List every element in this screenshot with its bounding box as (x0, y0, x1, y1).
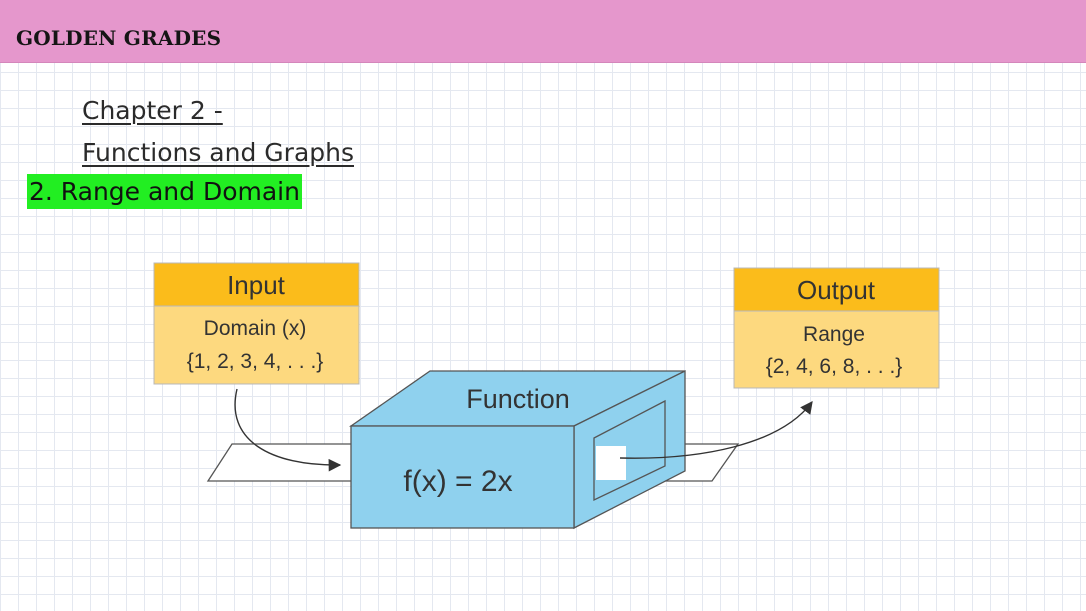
domain-label: Domain (x) (204, 317, 307, 340)
function-formula: f(x) = 2x (403, 465, 512, 498)
input-heading-box (153, 262, 360, 307)
input-body-box (153, 305, 360, 385)
function-box-front (350, 425, 575, 529)
chapter-title: Functions and Graphs (82, 138, 354, 167)
output-body-box (733, 310, 940, 389)
output-heading: Output (797, 275, 876, 305)
range-set: {2, 4, 6, 8, . . .} (766, 355, 903, 378)
output-arrow (619, 400, 813, 459)
input-slip (206, 443, 353, 482)
domain-set: {1, 2, 3, 4, . . .} (187, 350, 324, 373)
input-heading: Input (227, 270, 286, 300)
section-title: 2. Range and Domain (27, 174, 302, 209)
header-bar: GOLDEN GRADES (0, 0, 1086, 63)
output-slip-exit (596, 446, 626, 480)
input-arrow (234, 388, 342, 472)
brand-title: GOLDEN GRADES (16, 26, 222, 50)
chapter-number: Chapter 2 - (82, 96, 223, 125)
function-label: Function (466, 384, 570, 414)
range-label: Range (803, 323, 865, 346)
